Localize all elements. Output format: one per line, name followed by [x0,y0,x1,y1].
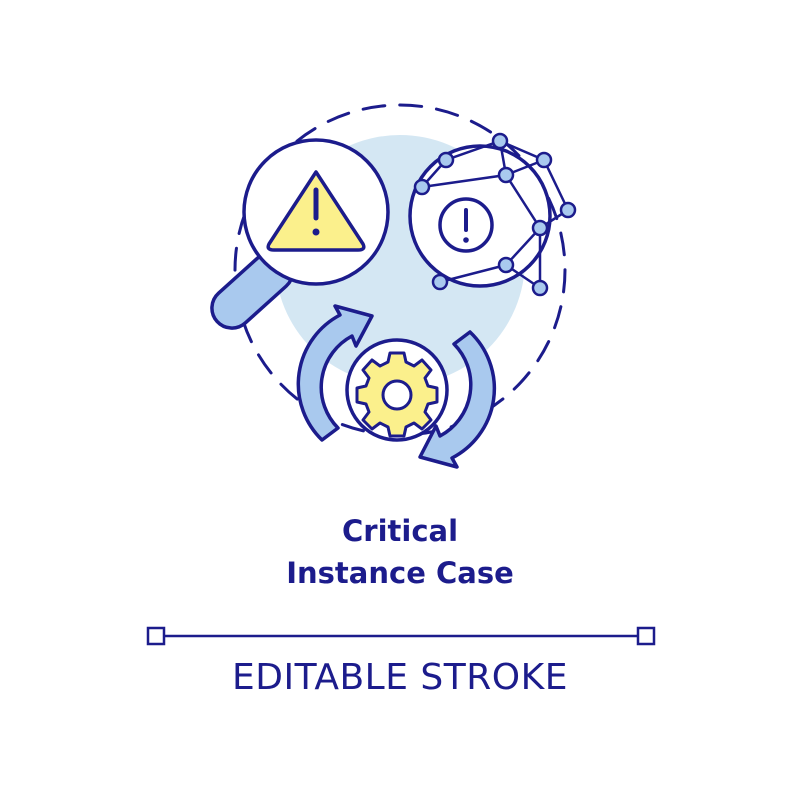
title-line-1: Critical [341,514,459,548]
magnifier-icon [210,138,390,330]
network-globe-icon [408,132,577,297]
ruler-handle-left [146,626,166,646]
title: Critical Instance Case [0,510,800,594]
warning-triangle-icon [266,170,366,252]
caption: EDITABLE STROKE [232,657,568,698]
gear-icon [345,338,449,442]
cycle-arrows-icon [296,304,497,469]
stroke-ruler [0,620,800,650]
ruler-handle-right [636,626,656,646]
concept-illustration [210,103,577,469]
title-line-2: Instance Case [286,556,514,590]
exclamation-icon [438,197,494,253]
